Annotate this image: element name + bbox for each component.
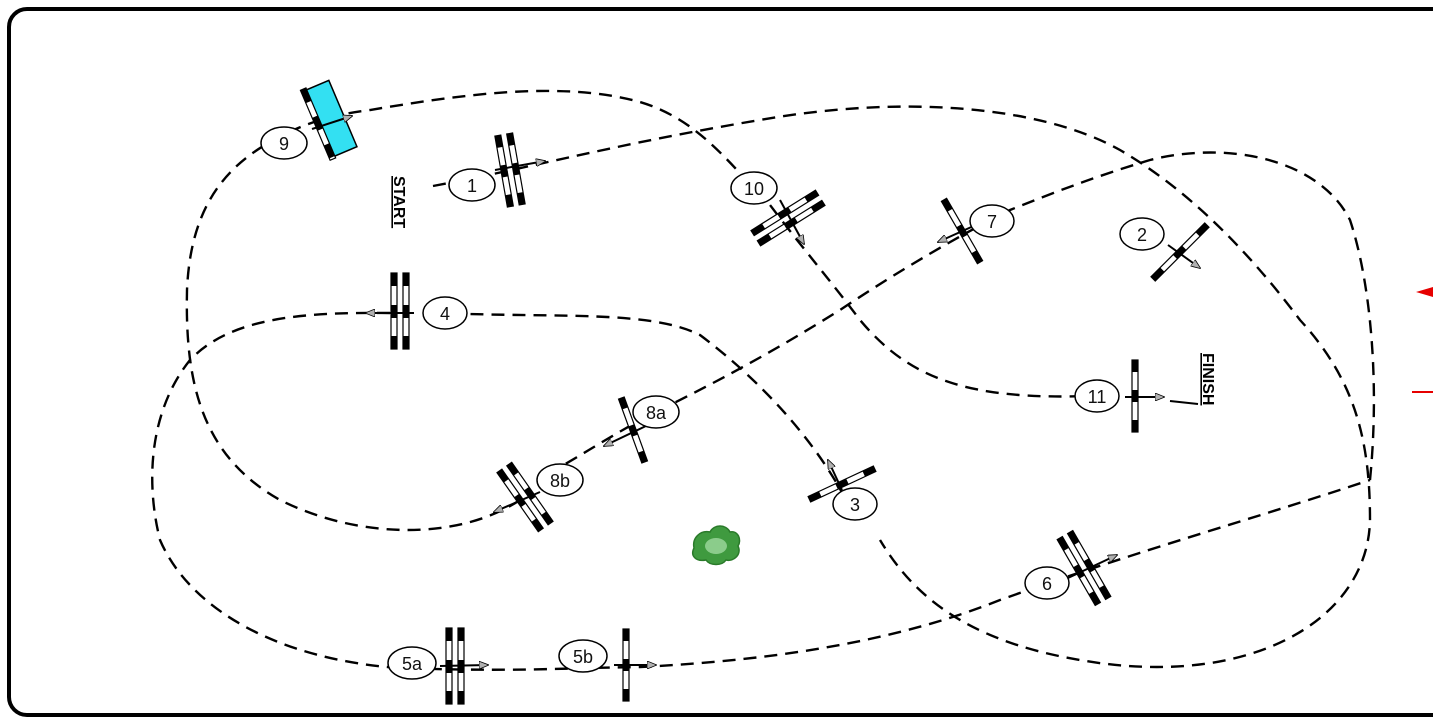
badge-5b — [558, 639, 608, 673]
obstacle-11[interactable]: 11 — [1074, 359, 1164, 433]
number-5a: 5a — [402, 654, 423, 674]
badge-8a — [632, 395, 680, 429]
finish-line — [1169, 400, 1199, 405]
arena-border — [7, 7, 1433, 717]
number-1: 1 — [467, 176, 477, 196]
number-4: 4 — [440, 304, 450, 324]
badge-1 — [448, 168, 496, 202]
obstacle-5b[interactable]: 5b — [558, 628, 656, 702]
obstacle-7[interactable]: 7 — [938, 197, 1015, 265]
obstacle-5a[interactable]: 5a — [387, 627, 488, 705]
tree-icon — [692, 525, 741, 566]
obstacle-10[interactable]: 10 — [730, 171, 826, 247]
badge-4 — [422, 296, 468, 330]
badge-10 — [730, 171, 778, 205]
badge-7 — [969, 204, 1015, 238]
number-5b: 5b — [573, 647, 593, 667]
obstacle-6[interactable]: 6 — [1024, 529, 1117, 607]
obstacle-4[interactable]: 4 — [366, 272, 468, 350]
number-9: 9 — [279, 134, 289, 154]
badge-3 — [832, 487, 878, 521]
obstacle-8a[interactable]: 8a — [604, 395, 680, 464]
badge-2 — [1119, 217, 1165, 251]
obstacle-9[interactable]: 9 — [260, 79, 358, 162]
red-arrow-marker — [1412, 287, 1433, 393]
finish-label: FINISH — [1199, 353, 1216, 405]
obstacle-2[interactable]: 2 — [1119, 217, 1210, 282]
badge-6 — [1024, 566, 1070, 600]
number-3: 3 — [850, 495, 860, 515]
number-11: 11 — [1088, 387, 1107, 407]
badge-8b — [536, 463, 584, 497]
number-8a: 8a — [646, 403, 667, 423]
number-2: 2 — [1137, 225, 1147, 245]
badge-5a — [387, 646, 437, 680]
number-7: 7 — [987, 212, 997, 232]
obstacle-1[interactable]: 1 — [448, 132, 545, 208]
obstacle-3[interactable]: 3 — [807, 460, 878, 521]
start-label: START — [390, 176, 407, 228]
badge-11 — [1074, 379, 1120, 413]
number-6: 6 — [1042, 574, 1052, 594]
obstacle-8b[interactable]: 8b — [494, 461, 584, 533]
number-10: 10 — [744, 179, 764, 199]
number-8b: 8b — [550, 471, 570, 491]
badge-9 — [260, 126, 308, 160]
